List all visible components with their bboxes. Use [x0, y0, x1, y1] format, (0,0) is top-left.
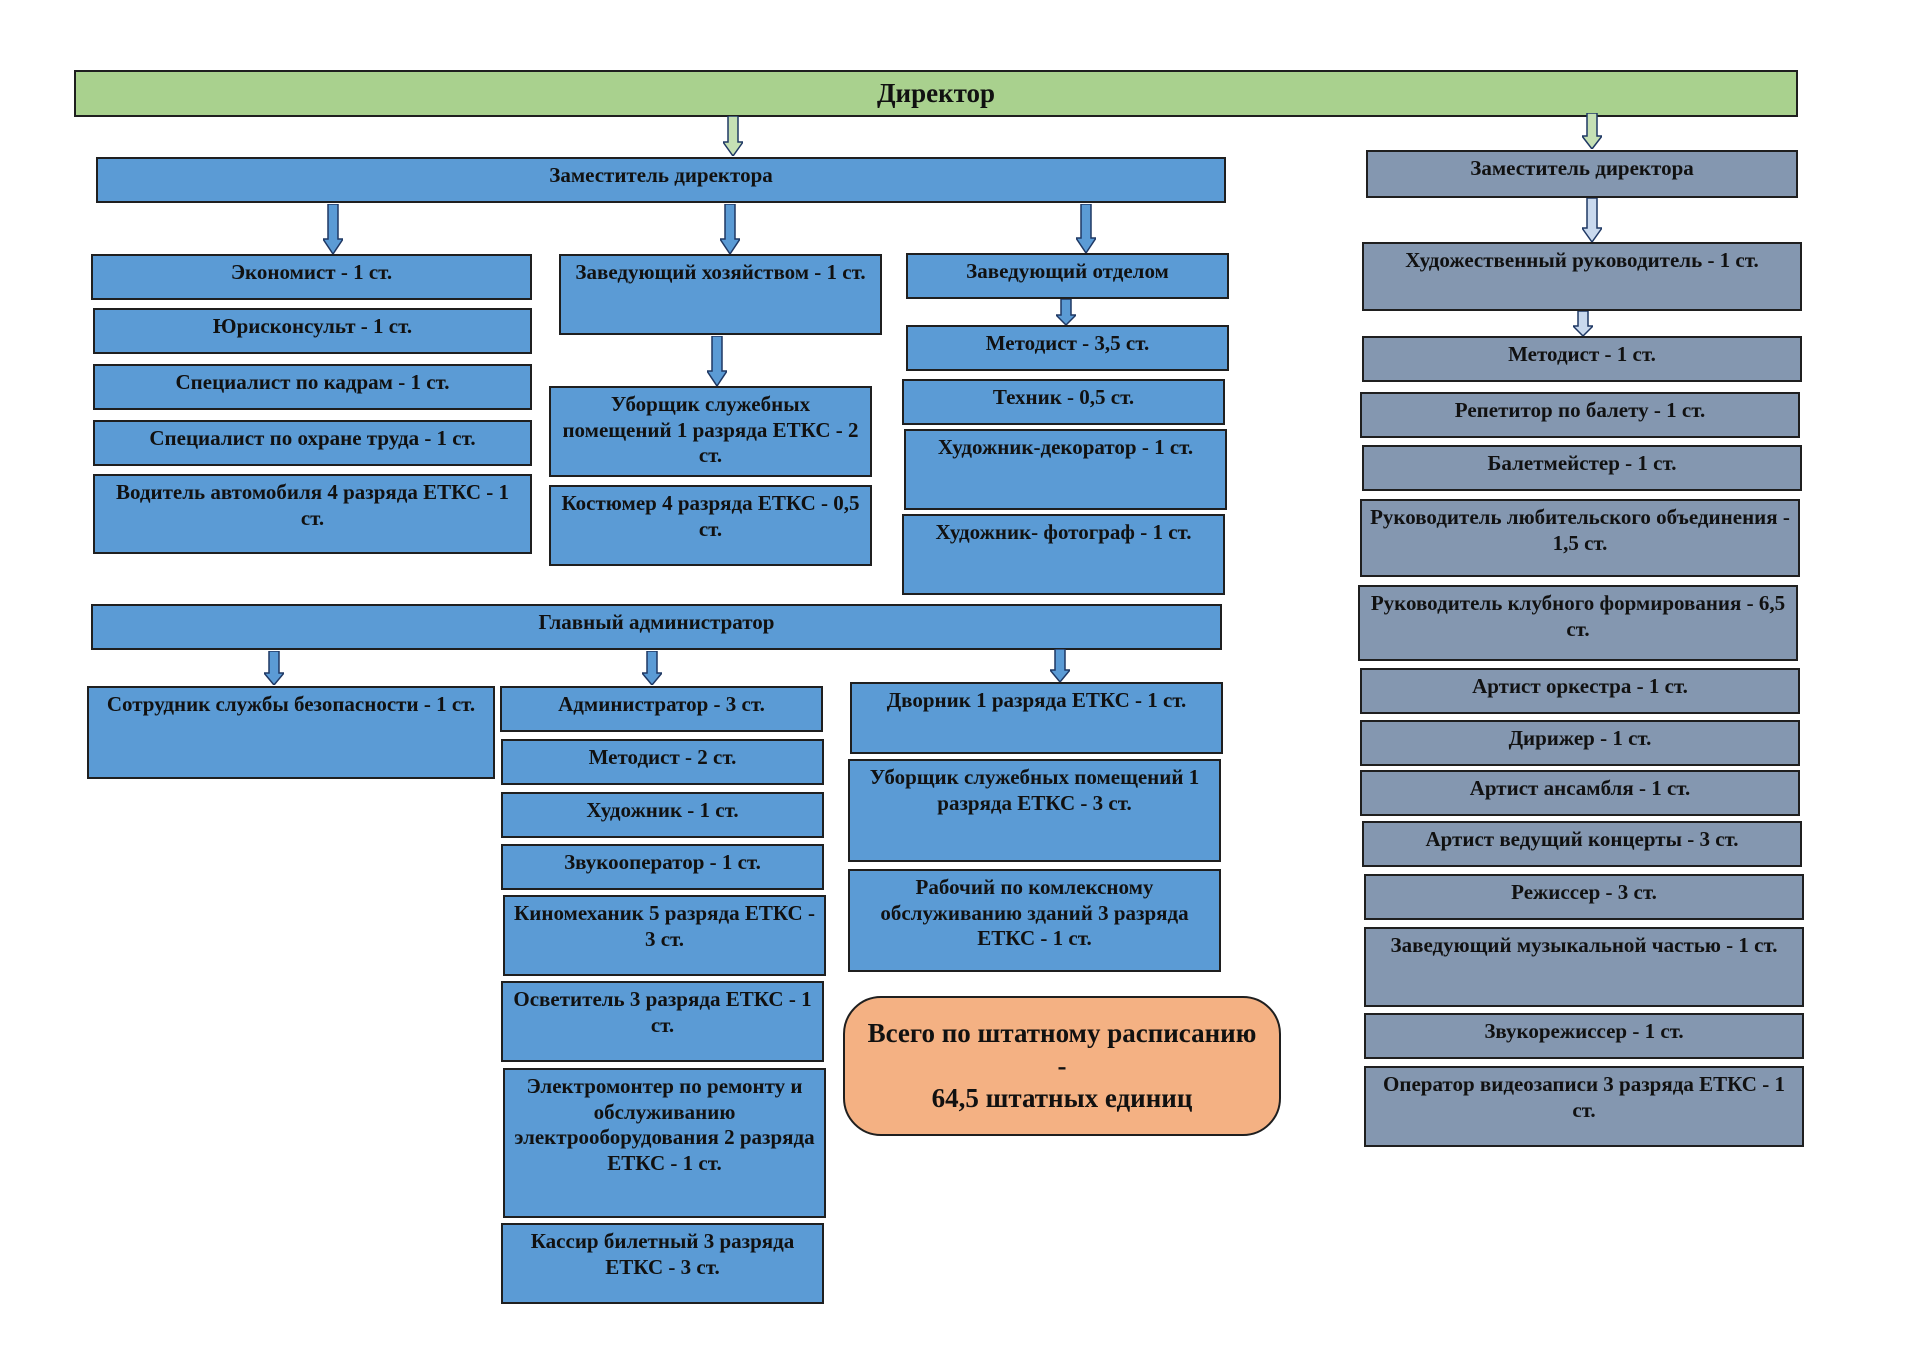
ensemble-artist-box: Артист ансамбля - 1 ст.: [1360, 770, 1800, 816]
arrow-to-administrator: [642, 651, 662, 685]
arrow-to-art-methodist: [1573, 311, 1593, 336]
stage-director-box: Режиссер - 3 ст.: [1364, 874, 1804, 920]
staffing-total-box: Всего по штатному расписанию - 64,5 штат…: [843, 996, 1281, 1136]
club-leader-box: Руководитель клубного формирования - 6,5…: [1358, 585, 1798, 661]
arrow-director-to-left-deputy: [723, 116, 743, 156]
department-head-box: Заведующий отделом: [906, 253, 1229, 299]
costumer-box: Костюмер 4 разряда ЕТКС - 0,5 ст.: [549, 485, 872, 566]
administrator-box: Администратор - 3 ст.: [500, 686, 823, 732]
arrow-to-department-head: [1076, 204, 1096, 253]
chief-administrator-box: Главный администратор: [91, 604, 1222, 650]
hr-specialist-box: Специалист по кадрам - 1 ст.: [93, 364, 532, 410]
arrow-to-security-officer: [264, 651, 284, 685]
security-officer-box: Сотрудник службы безопасности - 1 ст.: [87, 686, 495, 779]
lighting-technician-box: Осветитель 3 разряда ЕТКС - 1 ст.: [501, 981, 824, 1062]
director-box: Директор: [74, 70, 1798, 117]
household-head-box: Заведующий хозяйством - 1 ст.: [559, 254, 882, 335]
admin-methodist-box: Методист - 2 ст.: [501, 739, 824, 785]
legal-advisor-box: Юрисконсульт - 1 ст.: [93, 308, 532, 354]
yard-keeper-box: Дворник 1 разряда ЕТКС - 1 ст.: [850, 682, 1223, 754]
choreographer-box: Балетмейстер - 1 ст.: [1362, 445, 1802, 491]
arrow-to-artistic-director: [1582, 198, 1602, 242]
arrow-director-to-right-deputy: [1582, 113, 1602, 149]
dept-methodist-box: Методист - 3,5 ст.: [906, 325, 1229, 371]
music-head-box: Заведующий музыкальной частью - 1 ст.: [1364, 927, 1804, 1007]
office-cleaner-box: Уборщик служебных помещений 1 разряда ЕТ…: [848, 759, 1221, 862]
arrow-to-household-head: [720, 204, 740, 254]
conductor-box: Дирижер - 1 ст.: [1360, 720, 1800, 766]
ballet-tutor-box: Репетитор по балету - 1 ст.: [1360, 392, 1800, 438]
photographer-artist-box: Художник- фотограф - 1 ст.: [902, 514, 1225, 595]
maintenance-worker-box: Рабочий по комлексному обслуживанию здан…: [848, 869, 1221, 972]
deputy-director-right-box: Заместитель директора: [1366, 150, 1798, 198]
orchestra-artist-box: Артист оркестра - 1 ст.: [1360, 668, 1800, 714]
technician-box: Техник - 0,5 ст.: [902, 379, 1225, 425]
artist-box: Художник - 1 ст.: [501, 792, 824, 838]
sound-director-box: Звукорежиссер - 1 ст.: [1364, 1013, 1804, 1059]
ticket-cashier-box: Кассир билетный 3 разряда ЕТКС - 3 ст.: [501, 1223, 824, 1304]
concert-host-box: Артист ведущий концерты - 3 ст.: [1362, 821, 1802, 867]
safety-specialist-box: Специалист по охране труда - 1 ст.: [93, 420, 532, 466]
projectionist-box: Киномеханик 5 разряда ЕТКС - 3 ст.: [503, 895, 826, 976]
driver-box: Водитель автомобиля 4 разряда ЕТКС - 1 с…: [93, 474, 532, 554]
video-operator-box: Оператор видеозаписи 3 разряда ЕТКС - 1 …: [1364, 1066, 1804, 1147]
deputy-director-left-box: Заместитель директора: [96, 157, 1226, 203]
amateur-association-leader-box: Руководитель любительского объединения -…: [1360, 499, 1800, 577]
artistic-director-box: Художественный руководитель - 1 ст.: [1362, 242, 1802, 311]
economist-box: Экономист - 1 ст.: [91, 254, 532, 300]
arrow-to-household-cleaner: [707, 336, 727, 386]
sound-operator-box: Звукооператор - 1 ст.: [501, 844, 824, 890]
electrician-box: Электромонтер по ремонту и обслуживанию …: [503, 1068, 826, 1218]
arrow-to-dept-methodist: [1056, 299, 1076, 325]
household-cleaner-box: Уборщик служебных помещений 1 разряда ЕТ…: [549, 386, 872, 477]
arrow-to-yard-keeper: [1050, 649, 1070, 682]
art-methodist-box: Методист - 1 ст.: [1362, 336, 1802, 382]
arrow-to-economist: [323, 204, 343, 254]
decorator-artist-box: Художник-декоратор - 1 ст.: [904, 429, 1227, 510]
